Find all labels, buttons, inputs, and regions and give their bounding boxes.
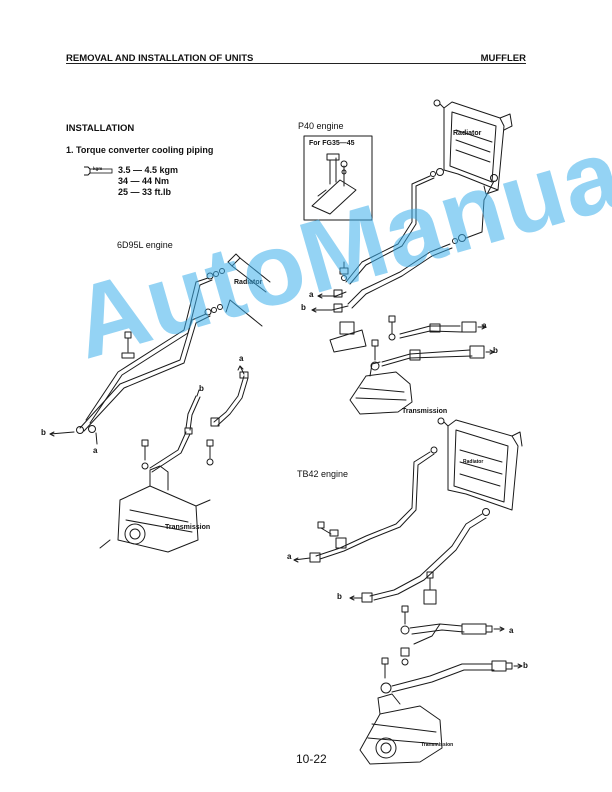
label-a-p40: a — [309, 290, 314, 299]
caption-6d95l: 6D95L engine — [117, 240, 173, 250]
label-b-p40: b — [301, 303, 306, 312]
diagram-6d95l — [49, 253, 271, 553]
torque-ftlb: 25 — 33 ft.lb — [118, 187, 172, 197]
diagram-tb42 — [293, 417, 523, 765]
diagram-p40 — [311, 99, 513, 415]
page-number: 10-22 — [296, 752, 327, 766]
label-b-6d95l: b — [41, 428, 46, 437]
subsection-title: 1. Torque converter cooling piping — [66, 145, 214, 155]
inset-label: For FG35—45 — [309, 140, 355, 147]
running-header-right: MUFFLER — [480, 53, 526, 64]
section-title: INSTALLATION — [66, 123, 135, 134]
transmission-label-6d95l: Transmission — [165, 524, 211, 531]
label-b2-p40: b — [493, 346, 498, 355]
label-a2-p40: a — [482, 321, 487, 330]
running-header-left: REMOVAL AND INSTALLATION OF UNITS — [66, 53, 254, 64]
caption-tb42: TB42 engine — [297, 469, 349, 479]
label-a-6d95l: a — [93, 446, 98, 455]
transmission-label-p40: Transmission — [402, 408, 448, 415]
label-b-tb42: b — [337, 592, 342, 601]
torque-wrench-icon — [82, 164, 114, 183]
radiator-label-6d95l: Radiator — [234, 279, 263, 286]
caption-p40: P40 engine — [298, 121, 344, 131]
torque-kgm: 3.5 — 4.5 kgm — [118, 165, 179, 175]
header-rule — [66, 63, 526, 64]
torque-values: 3.5 — 4.5 kgm 34 — 44 Nm 25 — 33 ft.lb — [118, 165, 178, 198]
torque-nm: 34 — 44 Nm — [118, 176, 170, 186]
torque-icon-label: kgm — [93, 166, 103, 171]
label-a-tb42: a — [287, 552, 292, 561]
label-b2-6d95l: b — [199, 384, 204, 393]
transmission-label-tb42: Transmission — [421, 742, 454, 748]
radiator-label-tb42: Radiator — [463, 459, 484, 465]
inset-box-p40 — [303, 135, 373, 221]
label-b2-tb42: b — [523, 661, 528, 670]
label-a2-tb42: a — [509, 626, 514, 635]
label-a2-6d95l: a — [239, 354, 244, 363]
